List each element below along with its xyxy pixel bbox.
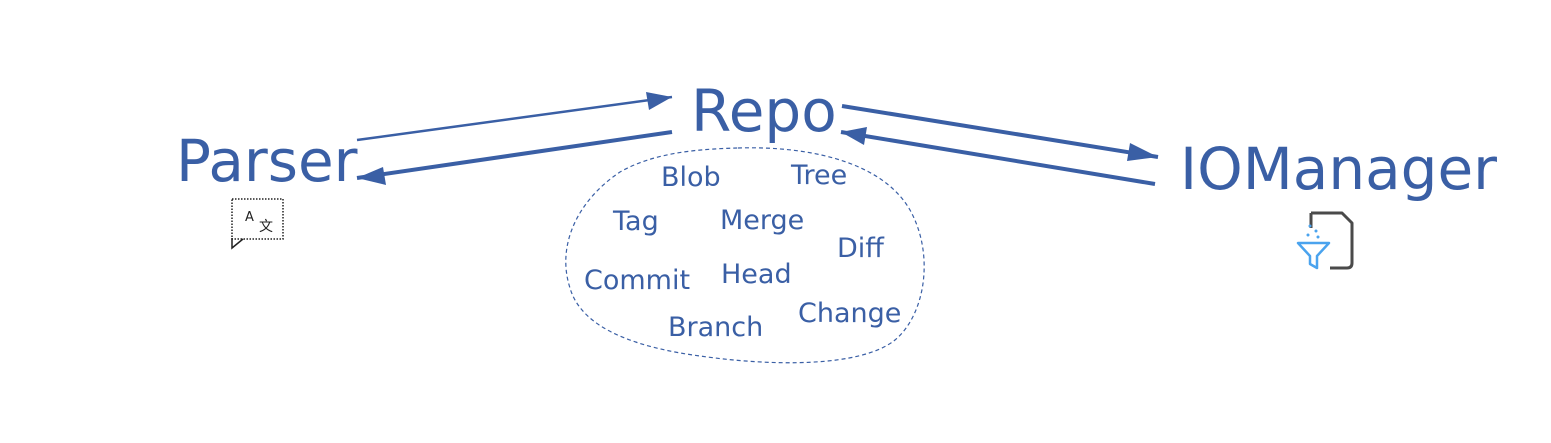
repo-object-diff: Diff (837, 233, 884, 264)
arrowhead-iomanager-to-repo (841, 127, 867, 145)
repo-object-head: Head (721, 259, 792, 290)
repo-object-change: Change (798, 298, 902, 329)
svg-text:A: A (245, 210, 254, 225)
parser-label: Parser (176, 127, 358, 195)
arrow-repo-to-parser (356, 130, 673, 180)
arrowhead-parser-to-repo (646, 92, 672, 110)
iomanager-label: IOManager (1180, 135, 1497, 203)
svg-text:文: 文 (259, 219, 273, 235)
file-filter-icon (1296, 211, 1354, 270)
repo-object-tag: Tag (613, 206, 659, 237)
repo-object-commit: Commit (584, 265, 691, 296)
arrow-repo-to-iomanager (841, 104, 1159, 159)
arrow-parser-to-repo (356, 95, 673, 142)
repo-objects-boundary (565, 147, 925, 364)
repo-object-merge: Merge (720, 205, 805, 236)
arrowhead-repo-to-parser (357, 167, 386, 185)
repo-object-blob: Blob (661, 162, 721, 193)
repo-label: Repo (691, 77, 837, 145)
arrow-iomanager-to-repo (840, 130, 1156, 186)
arrowhead-repo-to-iomanager (1127, 143, 1158, 161)
repo-object-tree: Tree (791, 160, 848, 191)
repo-object-branch: Branch (668, 312, 764, 343)
translate-icon: A 文 (231, 198, 284, 250)
